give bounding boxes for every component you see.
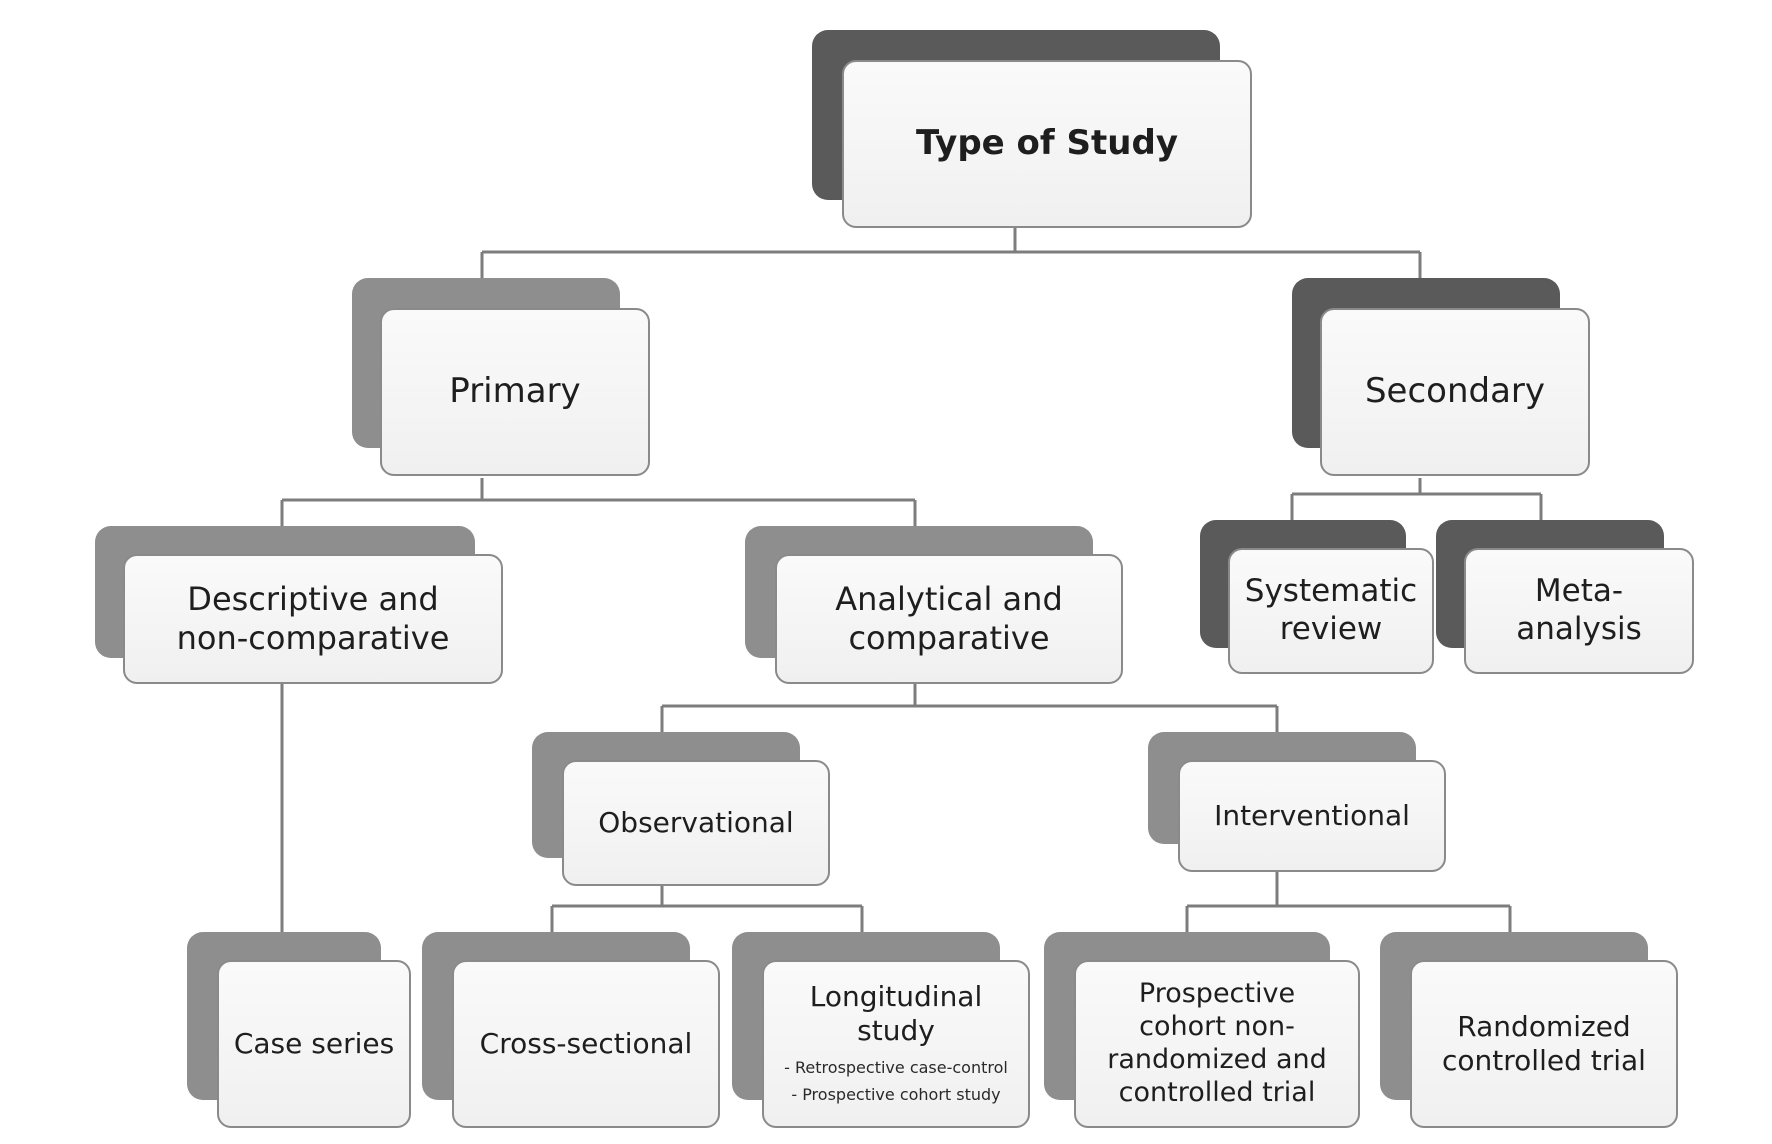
node-card: Analytical and comparative [775,554,1123,684]
node-label: Interventional [1214,798,1410,832]
connector-line [1185,872,1512,932]
node-label: Meta-analysis [1516,573,1642,647]
connector-line [480,228,1422,278]
connector-line [550,886,864,932]
node-sublabel-retrospective: - Retrospective case-control [784,1057,1008,1077]
node-label: Analytical and comparative [835,579,1063,657]
node-card: Secondary [1320,308,1590,476]
node-card: Observational [562,760,830,886]
node-card: Type of Study [842,60,1252,228]
node-label: Secondary [1364,371,1546,412]
node-label: Descriptive and non-comparative [176,579,450,657]
node-label: Cross-sectional [479,1026,693,1060]
node-label: Type of Study [916,123,1178,164]
node-card: Cross-sectional [452,960,720,1128]
node-card: Prospective cohort non-randomized and co… [1074,960,1360,1128]
node-label: Systematic review [1244,573,1418,647]
node-card: Meta-analysis [1464,548,1694,674]
node-card: Case series [217,960,411,1128]
node-label: Prospective cohort non-randomized and co… [1107,978,1327,1108]
connector-line [1290,478,1543,520]
node-label: Observational [598,805,794,839]
node-card: Interventional [1178,760,1446,872]
node-label: Primary [449,371,581,412]
node-card: Randomized controlled trial [1410,960,1678,1128]
node-card: Descriptive and non-comparative [123,554,503,684]
node-card: Systematic review [1228,548,1434,674]
node-label: Longitudinal study [809,979,983,1047]
node-label: Case series [233,1026,395,1060]
node-card: Longitudinal study - Retrospective case-… [762,960,1030,1128]
node-card: Primary [380,308,650,476]
node-label: Randomized controlled trial [1442,1009,1646,1077]
node-sublabel-prospective: - Prospective cohort study [791,1085,1001,1105]
connector-line [660,684,1279,732]
connector-line [280,478,917,526]
